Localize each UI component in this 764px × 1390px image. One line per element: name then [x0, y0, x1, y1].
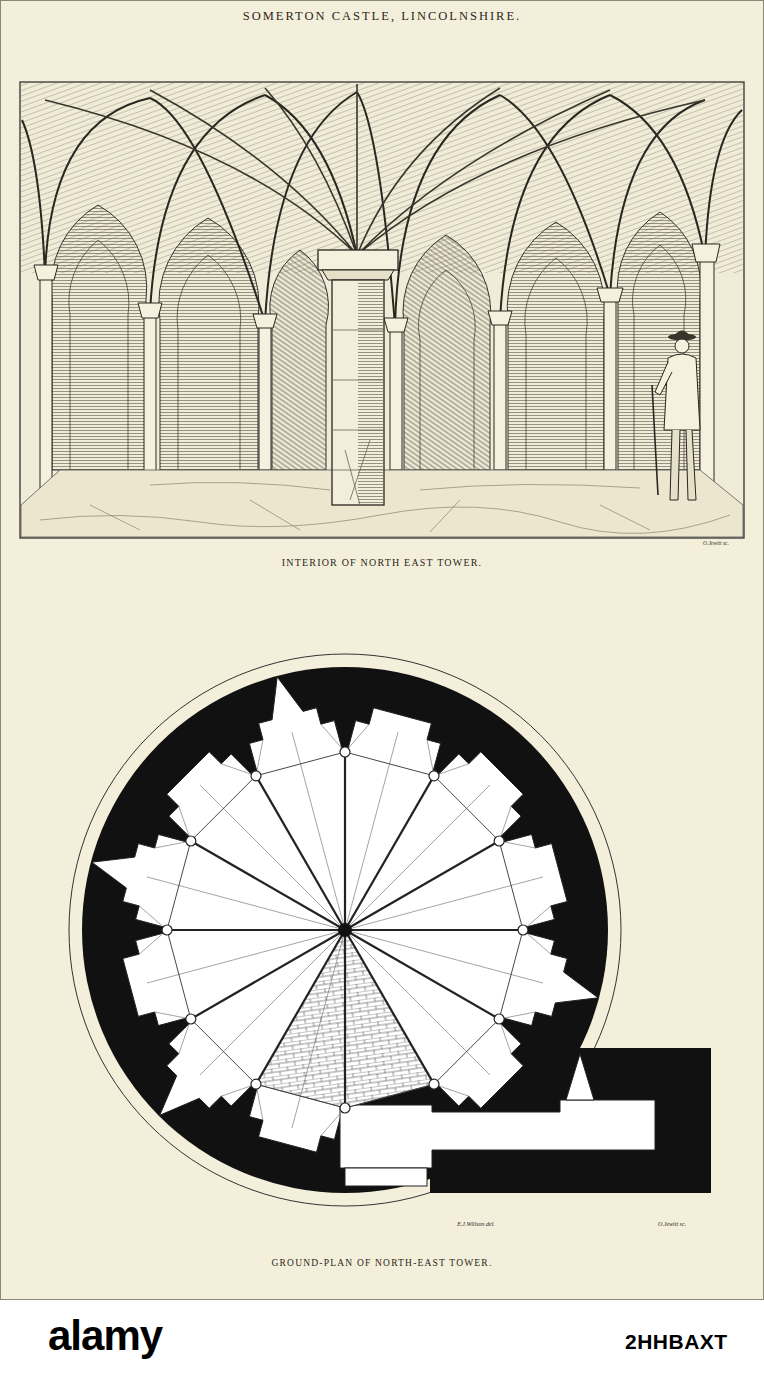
main-rib	[167, 929, 345, 931]
wall-bay	[507, 222, 604, 470]
paper	[0, 0, 764, 1300]
vault-rib	[345, 877, 543, 930]
column	[494, 836, 504, 846]
column	[429, 1079, 439, 1089]
engraver-credit: E.J.Willson del.	[457, 1221, 495, 1228]
vault-rib	[147, 877, 345, 930]
pillar-capital	[318, 250, 398, 270]
main-ribs	[167, 752, 523, 1108]
arcade-line	[167, 752, 523, 1108]
vault-rib	[345, 930, 490, 1075]
column	[340, 747, 350, 757]
column	[162, 925, 172, 935]
wall-bay	[51, 205, 147, 470]
pillar-joint	[332, 330, 384, 505]
vault-rib	[147, 930, 345, 983]
wall-bay	[270, 250, 329, 470]
wall-recesses	[92, 677, 598, 1152]
pillar-shaft	[332, 280, 384, 505]
main-rib	[256, 930, 345, 1084]
vault-rib	[292, 930, 345, 1128]
vault-rib	[45, 84, 705, 255]
vault-rib	[200, 930, 345, 1075]
main-rib	[256, 776, 345, 930]
passage	[340, 1100, 655, 1168]
vault-ribs	[139, 724, 551, 1136]
title: SOMERTON CASTLE, LINCOLNSHIRE.	[243, 10, 521, 24]
vault-rib	[345, 930, 543, 983]
main-rib	[345, 930, 499, 1019]
vault-rib	[200, 785, 345, 930]
watermark: 2HHBAXT	[625, 1330, 728, 1353]
floor-crack	[40, 482, 730, 533]
figure	[652, 331, 700, 501]
column	[340, 1103, 350, 1113]
vault-rib	[345, 732, 398, 930]
tower-floor	[167, 752, 523, 1108]
wall-shaft	[34, 244, 720, 505]
main-rib	[345, 841, 499, 930]
brick-floor	[256, 930, 434, 1108]
column	[186, 836, 196, 846]
column	[518, 925, 528, 935]
central-pier	[338, 923, 352, 937]
interior-illustration	[20, 82, 744, 538]
watermark: alamy	[48, 1313, 162, 1359]
main-rib	[344, 752, 346, 930]
main-rib	[345, 776, 434, 930]
main-rib	[191, 930, 345, 1019]
column	[251, 771, 261, 781]
column	[494, 1014, 504, 1024]
pillar-capital	[322, 270, 394, 280]
column	[186, 1014, 196, 1024]
main-rib	[344, 930, 346, 1108]
wall-rib	[45, 92, 742, 326]
page-frame	[1, 1, 764, 1300]
watermark-bar	[0, 1300, 764, 1390]
caption: INTERIOR OF NORTH EAST TOWER.	[282, 557, 483, 568]
columns	[162, 747, 528, 1113]
vault-rib	[292, 732, 345, 930]
engraver-credit: O.Jewitt sc.	[658, 1221, 686, 1228]
column	[251, 1079, 261, 1089]
main-rib	[191, 841, 345, 930]
door-step	[345, 1168, 427, 1186]
pillar-shade	[358, 280, 384, 505]
main-rib	[345, 929, 523, 931]
column	[429, 771, 439, 781]
ground-plan	[69, 654, 711, 1206]
main-rib	[345, 930, 434, 1084]
caption: GROUND-PLAN OF NORTH-EAST TOWER.	[272, 1258, 493, 1268]
annex-loop	[566, 1054, 594, 1100]
vault-rib	[345, 785, 490, 930]
picture-frame	[20, 82, 744, 538]
engraver-credit: O.Jewitt sc.	[703, 540, 729, 546]
